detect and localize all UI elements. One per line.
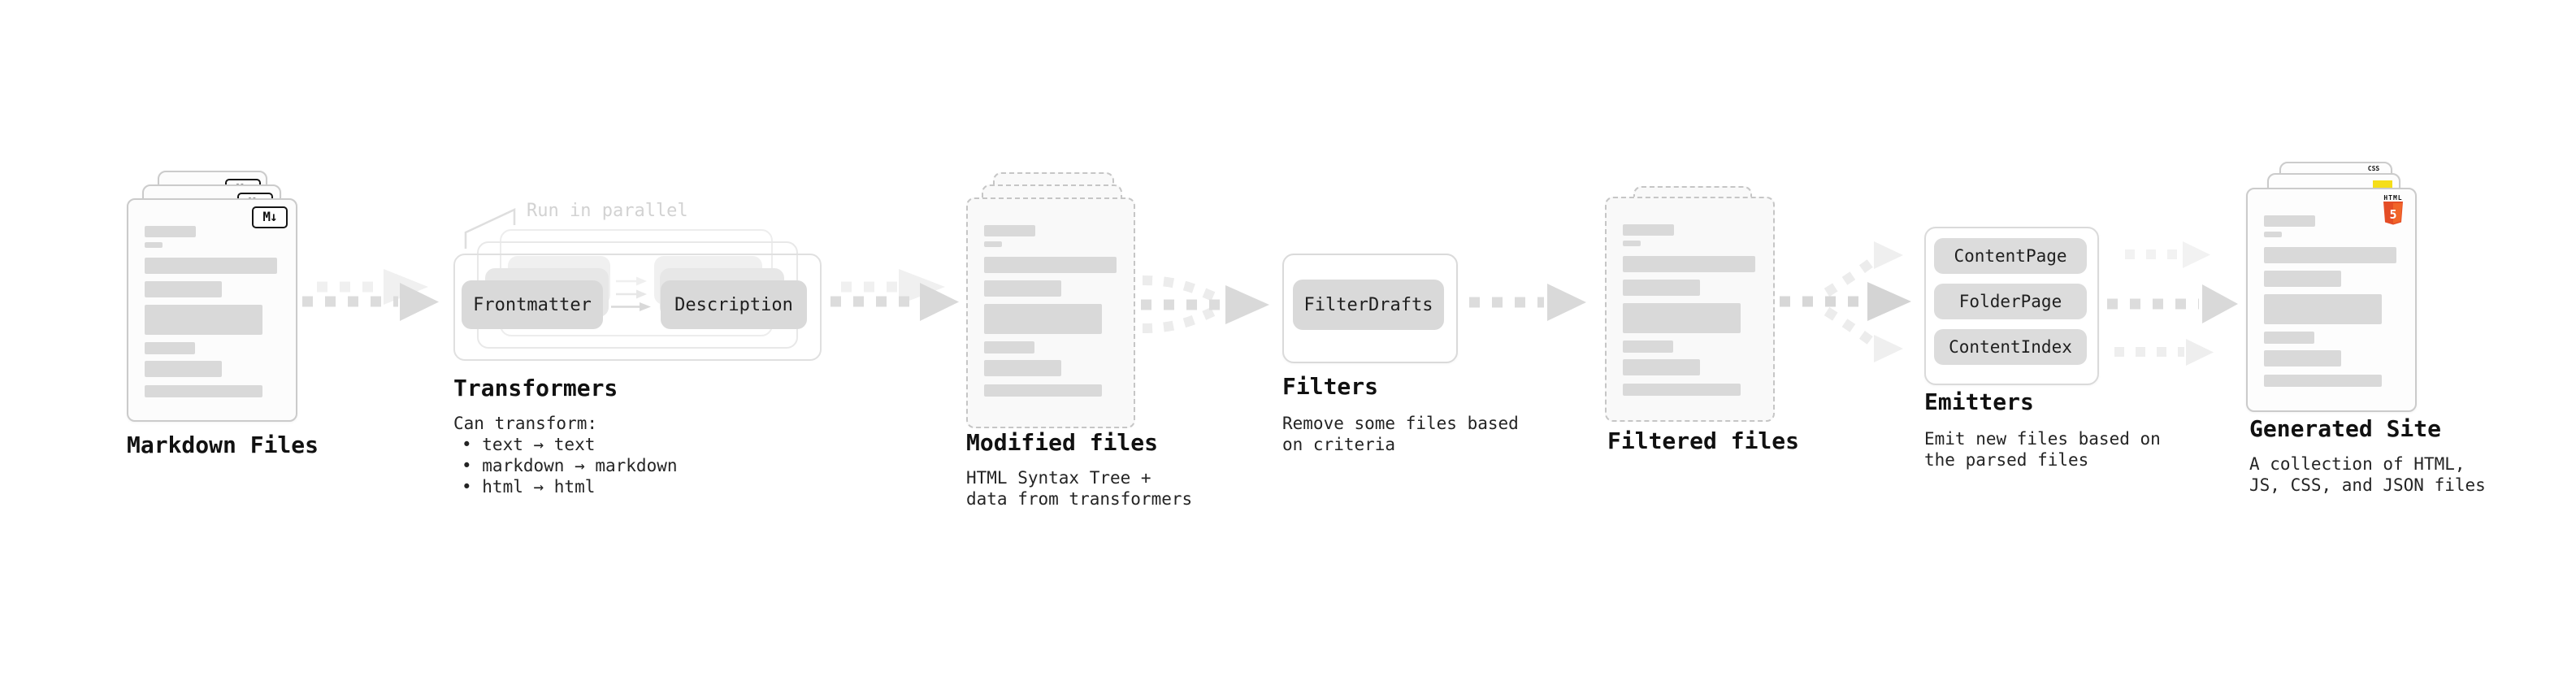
arrow-transformers-to-modified xyxy=(830,269,959,321)
document-content-placeholder xyxy=(984,225,1121,397)
document-content-placeholder xyxy=(145,226,283,397)
document-content-placeholder xyxy=(2264,215,2402,387)
modified-file-doc-front xyxy=(966,197,1135,428)
html5-icon-label: HTML xyxy=(2383,194,2403,202)
filtered-file-doc-front xyxy=(1605,197,1775,422)
transformers-bullet: • text → text xyxy=(462,435,596,454)
emitters-desc-line: Emit new files based on xyxy=(1924,429,2161,449)
markdown-file-doc-front: M↓ xyxy=(127,198,297,422)
generated-html-doc: HTML 5 xyxy=(2246,188,2417,412)
arrow-filters-to-filtered xyxy=(1469,284,1586,321)
frontmatter-node: Frontmatter xyxy=(462,280,603,329)
transformers-description: Can transform: • text → text • markdown … xyxy=(453,413,678,497)
html5-icon: HTML 5 xyxy=(2381,194,2405,228)
css-icon: CSS xyxy=(2365,166,2383,172)
folderpage-node: FolderPage xyxy=(1934,284,2087,319)
emitters-title: Emitters xyxy=(1924,388,2034,415)
modified-files-description: HTML Syntax Tree + data from transformer… xyxy=(966,467,1192,510)
transformers-desc-heading: Can transform: xyxy=(453,414,598,433)
arrow-markdown-to-transformers xyxy=(302,269,439,321)
filters-desc-line: on criteria xyxy=(1282,435,1396,454)
arrow-emitters-to-site xyxy=(2107,241,2238,366)
emitters-description: Emit new files based on the parsed files xyxy=(1924,428,2161,471)
transformers-bullet: • html → html xyxy=(462,477,596,497)
filtered-files-title: Filtered files xyxy=(1607,427,1800,454)
modified-files-desc-line: HTML Syntax Tree + xyxy=(966,468,1151,488)
css-icon-label: CSS xyxy=(2367,165,2380,172)
generated-site-desc-line: JS, CSS, and JSON files xyxy=(2249,475,2486,495)
markdown-icon: M↓ xyxy=(252,206,288,228)
modified-files-desc-line: data from transformers xyxy=(966,489,1193,509)
transformers-title: Transformers xyxy=(453,375,618,401)
arrow-filtered-to-emitters-diverge xyxy=(1780,241,1911,362)
generated-site-title: Generated Site xyxy=(2249,415,2442,442)
generated-site-desc-line: A collection of HTML, xyxy=(2249,454,2465,474)
modified-files-title: Modified files xyxy=(966,429,1159,456)
transformers-bullet: • markdown → markdown xyxy=(462,456,678,475)
contentpage-node: ContentPage xyxy=(1934,238,2087,274)
markdown-files-title: Markdown Files xyxy=(127,432,319,458)
transformer-layer-front xyxy=(453,254,822,361)
html5-shield: 5 xyxy=(2383,202,2403,225)
contentindex-node: ContentIndex xyxy=(1934,329,2087,365)
emitters-desc-line: the parsed files xyxy=(1924,450,2089,470)
document-content-placeholder xyxy=(1623,224,1760,396)
html5-icon-number: 5 xyxy=(2389,207,2396,222)
arrow-modified-to-filters-converge xyxy=(1141,275,1269,333)
filterdrafts-node: FilterDrafts xyxy=(1293,280,1444,330)
filters-desc-line: Remove some files based xyxy=(1282,414,1519,433)
filters-title: Filters xyxy=(1282,373,1379,400)
generated-site-description: A collection of HTML, JS, CSS, and JSON … xyxy=(2249,453,2486,496)
transformer-step-arrows xyxy=(611,276,651,311)
description-node: Description xyxy=(661,280,807,329)
filters-description: Remove some files based on criteria xyxy=(1282,413,1519,455)
run-in-parallel-callout-line xyxy=(464,208,516,249)
run-in-parallel-annotation: Run in parallel xyxy=(527,201,688,221)
